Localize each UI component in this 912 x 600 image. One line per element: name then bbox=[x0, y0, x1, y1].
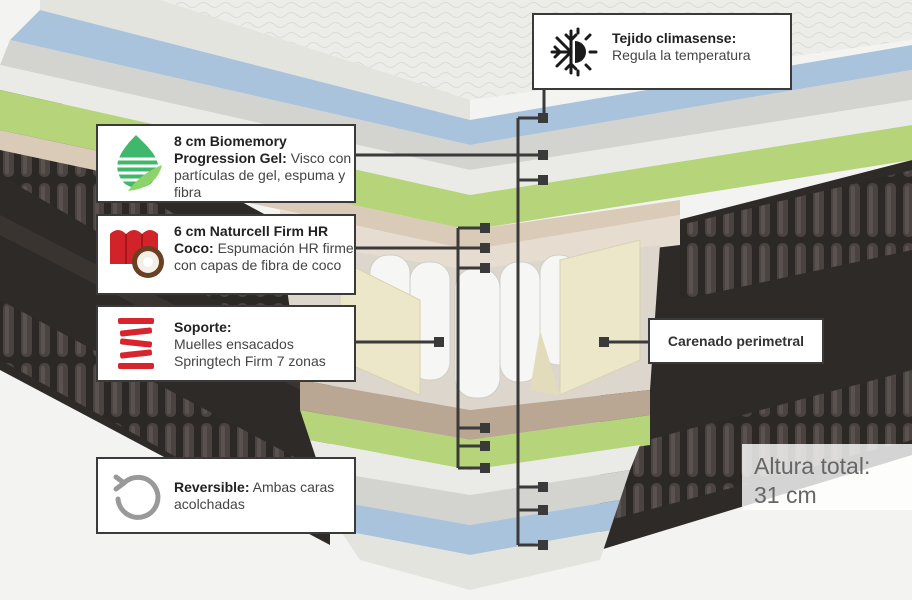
callout-title: 8 cm Biomemory Progression Gel: bbox=[174, 133, 287, 166]
callout-title: Tejido climasense: bbox=[612, 30, 737, 46]
callout-biomemory: 8 cm Biomemory Progression Gel: Visco co… bbox=[96, 124, 356, 203]
callout-title: Reversible: bbox=[174, 479, 250, 495]
height-value: 31 cm bbox=[754, 482, 817, 508]
callout-naturcell: 6 cm Naturcell Firm HR Coco: Espumación … bbox=[96, 214, 356, 295]
rotate-icon bbox=[113, 474, 161, 520]
spring-icon bbox=[118, 318, 154, 369]
leaf-icon bbox=[112, 135, 162, 191]
callout-desc: Espumación HR firme con capas de fibra d… bbox=[174, 240, 354, 273]
total-height-label: Altura total: 31 cm bbox=[742, 444, 912, 510]
callout-reversible: Reversible: Ambas caras acolchadas bbox=[96, 457, 356, 534]
height-title: Altura total: bbox=[754, 453, 871, 479]
callout-carenado: Carenado perimetral bbox=[648, 318, 824, 364]
callout-title: Soporte: bbox=[174, 319, 232, 335]
callout-desc: Regula la temperatura bbox=[612, 47, 751, 63]
callout-desc: Ambas caras acolchadas bbox=[174, 479, 335, 512]
callout-desc-line2: Springtech Firm 7 zonas bbox=[174, 353, 326, 369]
callout-desc: Visco con partículas de gel, espuma y fi… bbox=[174, 150, 352, 200]
coconut-icon bbox=[110, 230, 164, 278]
callout-tejido: Tejido climasense: Regula la temperatura bbox=[532, 13, 792, 90]
callout-title: 6 cm Naturcell Firm HR Coco: bbox=[174, 223, 329, 256]
callout-soporte: Soporte: Muelles ensacados Springtech Fi… bbox=[96, 305, 356, 382]
callout-desc-line1: Muelles ensacados bbox=[174, 336, 294, 352]
snow-sun-icon bbox=[550, 27, 598, 77]
